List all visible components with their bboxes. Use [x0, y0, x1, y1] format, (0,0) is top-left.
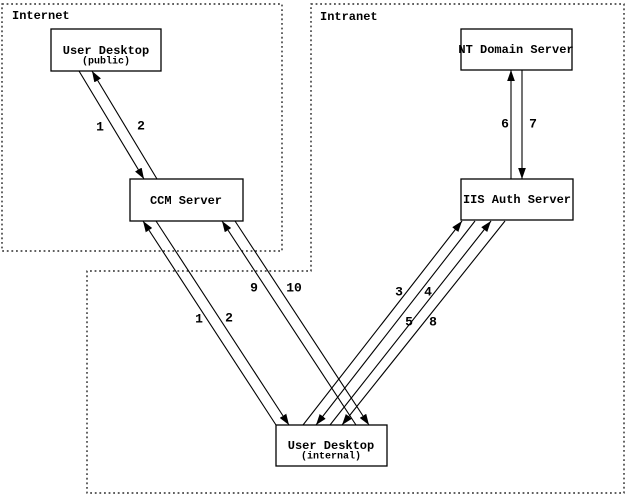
node-iis-auth-server: IIS Auth Server — [460, 178, 574, 221]
edge-label-5: 5 — [405, 315, 413, 330]
node-nt-domain-server: NT Domain Server — [458, 28, 574, 71]
user-desktop-internal-title: User Desktop — [288, 439, 374, 453]
edge-label-2-bottom: 2 — [225, 311, 233, 326]
user-desktop-public-box — [50, 28, 162, 72]
edge-label-6: 6 — [501, 117, 509, 132]
edge-labels: 1 2 1 2 3 4 5 6 7 8 9 10 — [96, 117, 537, 330]
node-ccm-server: CCM Server — [129, 178, 244, 222]
intranet-zone-border — [86, 3, 625, 494]
edge-label-4: 4 — [424, 285, 432, 300]
edge-1-internal-desktop-to-ccm — [142, 220, 277, 426]
ccm-server-title: CCM Server — [150, 194, 222, 208]
user-desktop-public-subtitle: (public) — [82, 56, 130, 68]
edge-label-1-top: 1 — [96, 120, 104, 135]
node-user-desktop-public: User Desktop (public) — [50, 28, 162, 72]
edge-label-10: 10 — [286, 281, 302, 296]
iis-auth-server-box — [460, 178, 574, 221]
edge-label-7: 7 — [529, 117, 537, 132]
edge-label-8: 8 — [429, 315, 437, 330]
nt-domain-server-box — [460, 28, 573, 71]
edge-label-1-bottom: 1 — [195, 312, 203, 327]
ccm-server-box — [129, 178, 244, 222]
internet-zone-label: Internet — [12, 9, 70, 23]
user-desktop-public-title: User Desktop — [63, 44, 149, 58]
edge-label-9: 9 — [250, 281, 258, 296]
edge-4-iis-to-internal-desktop — [315, 220, 476, 426]
edge-1-public-desktop-to-ccm — [78, 70, 145, 180]
edge-9-internal-desktop-to-ccm — [221, 220, 357, 426]
edge-3-internal-desktop-to-iis — [302, 220, 463, 426]
internet-zone-border — [1, 3, 283, 252]
user-desktop-internal-box — [275, 424, 388, 467]
edge-8-iis-to-internal-desktop — [341, 220, 506, 426]
edge-label-2-top: 2 — [137, 119, 145, 134]
edge-2-ccm-to-internal-desktop — [155, 220, 290, 426]
intranet-zone-label: Intranet — [320, 10, 378, 24]
edge-2-ccm-to-public-desktop — [91, 70, 158, 180]
edge-5-internal-desktop-to-iis — [329, 220, 492, 426]
edges — [78, 70, 526, 426]
user-desktop-internal-subtitle: (internal) — [301, 451, 361, 463]
edge-10-ccm-to-internal-desktop — [234, 220, 370, 426]
node-user-desktop-internal: User Desktop (internal) — [275, 424, 388, 467]
nt-domain-server-title: NT Domain Server — [458, 43, 573, 57]
edge-label-3: 3 — [395, 285, 403, 300]
iis-auth-server-title: IIS Auth Server — [463, 193, 571, 207]
